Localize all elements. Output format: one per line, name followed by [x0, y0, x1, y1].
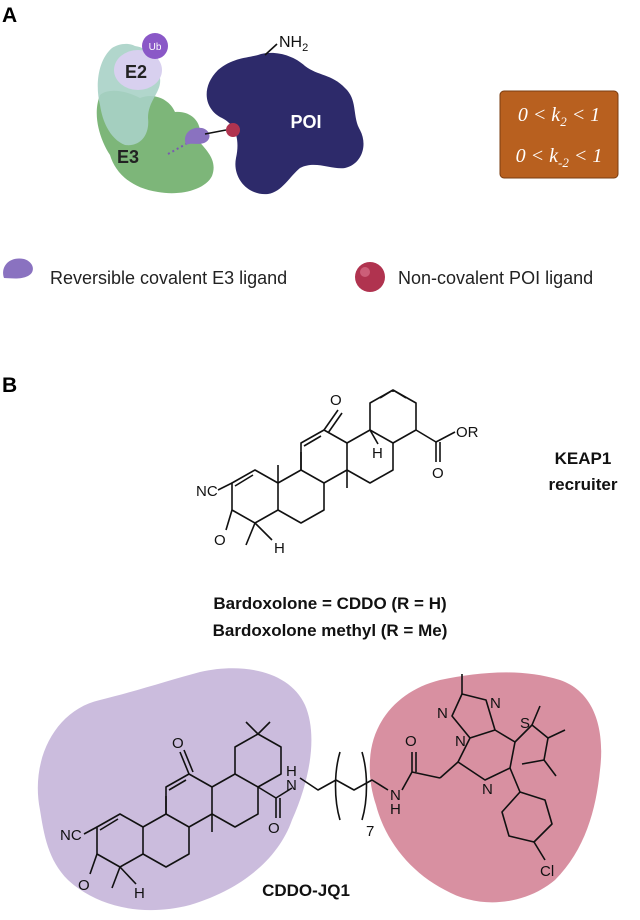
atom-n-jq-amide: N	[390, 787, 401, 804]
atom-o-amide: O	[268, 820, 280, 837]
atom-cl: Cl	[540, 863, 554, 880]
nh2-label: NH2	[279, 34, 308, 54]
atom-h-jq-ringa: H	[134, 885, 145, 902]
rate-line-2: 0 < k-2 < 1	[516, 145, 603, 170]
poi-label: POI	[290, 112, 321, 132]
bardoxolone-structure	[217, 389, 456, 546]
caption-bardoxolone: Bardoxolone = CDDO (R = H)	[213, 594, 446, 613]
sphere-highlight	[360, 267, 370, 277]
atom-o-jq-amide: O	[405, 733, 417, 750]
atom-or: OR	[456, 424, 479, 441]
atom-h-ringa: H	[274, 540, 285, 557]
atom-h-amide: H	[286, 763, 297, 780]
e2-head-shape	[114, 50, 162, 90]
atom-n-triazole-2: N	[455, 733, 466, 750]
e3-label: E3	[117, 147, 139, 167]
atom-o-ringa: O	[214, 532, 226, 549]
conjugate-label: CDDO-JQ1	[262, 881, 350, 900]
ubiquitin-circle	[142, 33, 168, 59]
atom-o-jq-ringa: O	[78, 877, 90, 894]
atom-cn: NC	[196, 483, 218, 500]
atom-h-ringd: H	[372, 445, 383, 462]
poi-shape	[206, 52, 364, 195]
atom-cn-jq: NC	[60, 827, 82, 844]
atom-n-triazole-1: N	[437, 705, 448, 722]
panel-b-label: B	[2, 374, 17, 397]
legend-noncovalent-text: Non-covalent POI ligand	[398, 268, 593, 288]
linker-repeat-count: 7	[366, 823, 374, 840]
ubiquitin-label: Ub	[149, 42, 162, 53]
atom-h-jq-amide: H	[390, 801, 401, 818]
red-sphere-icon	[355, 262, 385, 292]
covalent-ligand-shape	[184, 127, 210, 145]
keap1-title: KEAP1	[555, 449, 612, 468]
atom-s: S	[520, 715, 530, 732]
rate-line-1: 0 < k2 < 1	[518, 104, 600, 129]
atom-o-ester: O	[432, 465, 444, 482]
covalent-bond-dots	[167, 143, 187, 155]
ligand-linker	[204, 129, 227, 135]
rate-constant-box	[499, 90, 619, 179]
legend-covalent-text: Reversible covalent E3 ligand	[50, 268, 287, 288]
cddo-highlight-blob	[37, 668, 312, 911]
cddo-jq1-structure	[83, 674, 566, 889]
jq1-highlight-blob	[369, 672, 602, 903]
caption-bardoxolone-methyl: Bardoxolone methyl (R = Me)	[213, 621, 448, 640]
atom-n-triazole-3: N	[490, 695, 501, 712]
e2-label: E2	[125, 62, 147, 82]
atom-n-amide: N	[286, 777, 297, 794]
atom-o-ketone: O	[330, 392, 342, 409]
atom-n-diazepine: N	[482, 781, 493, 798]
nh2-bond	[264, 43, 278, 56]
panel-a-label: A	[2, 4, 17, 27]
atom-o-jq-ketone: O	[172, 735, 184, 752]
keap1-subtitle: recruiter	[549, 475, 618, 494]
purple-ligand-icon	[3, 258, 33, 279]
poi-ligand-sphere	[226, 123, 240, 137]
